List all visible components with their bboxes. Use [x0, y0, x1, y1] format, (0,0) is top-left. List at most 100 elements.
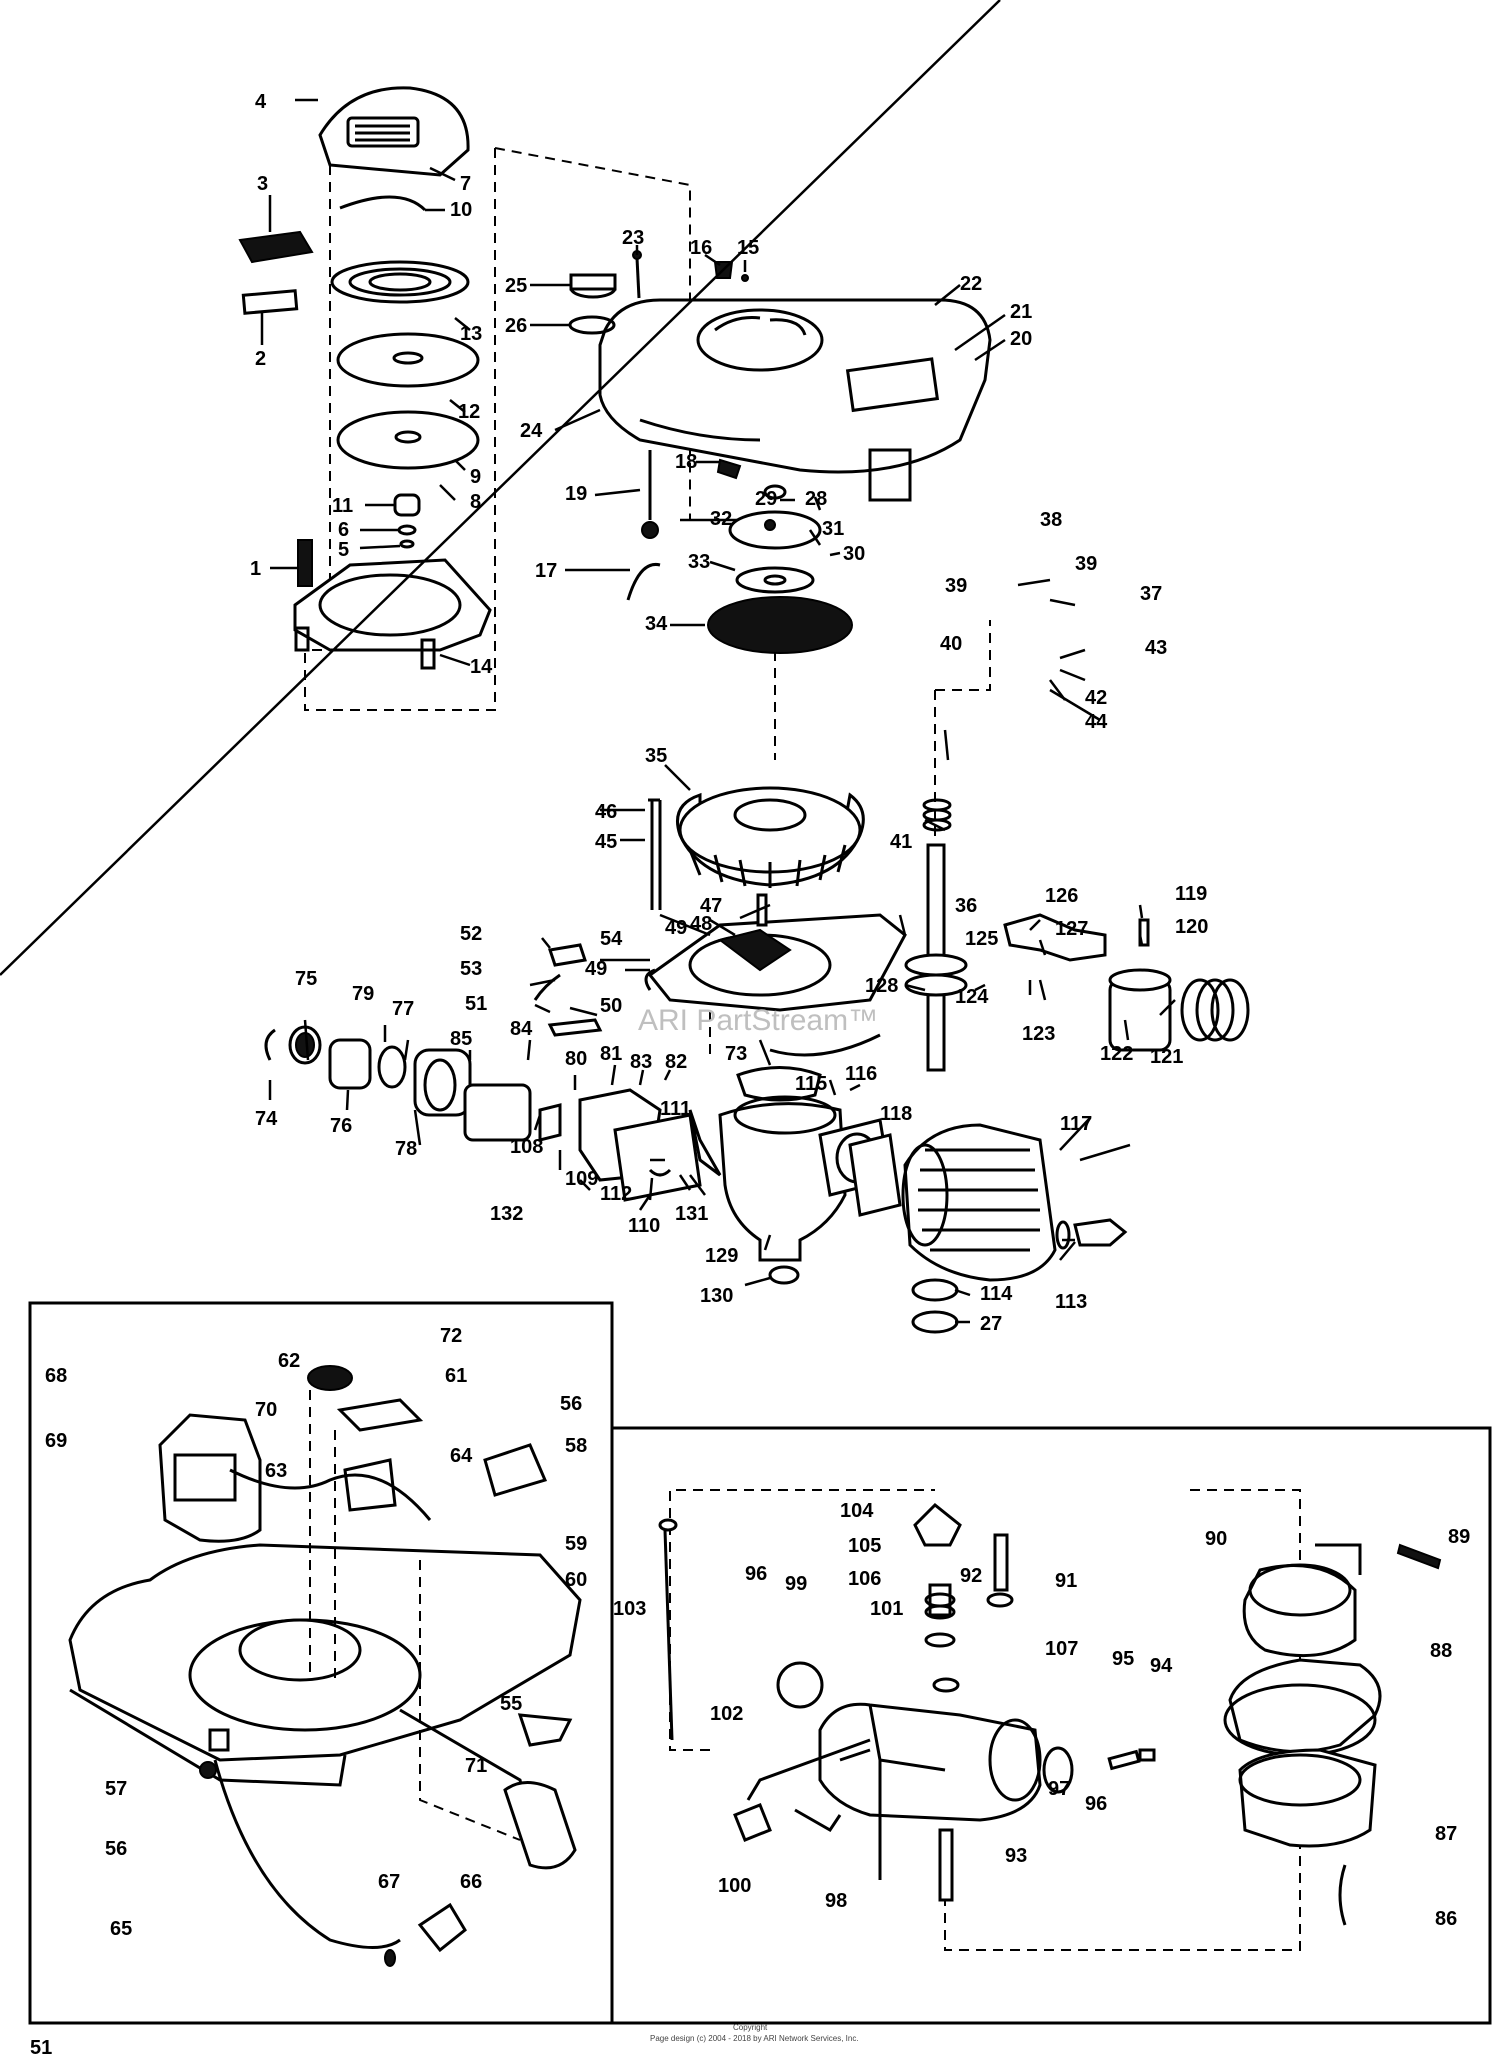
callout-123: 123 [1022, 1023, 1055, 1045]
callout-128: 128 [865, 975, 898, 997]
callout-20: 20 [1010, 328, 1032, 350]
callout-75: 75 [295, 968, 317, 990]
callout-11: 11 [332, 495, 353, 517]
callout-65: 65 [110, 1918, 132, 1940]
ignition-inset-frame [28, 1301, 614, 2025]
callout-127: 127 [1055, 918, 1088, 940]
callout-88: 88 [1430, 1640, 1452, 1662]
page-number: 51 [30, 2037, 52, 2054]
callout-35: 35 [645, 745, 667, 767]
callout-85: 85 [450, 1028, 472, 1050]
ignition-inset-group [68, 1365, 582, 1967]
callout-60: 60 [565, 1569, 587, 1591]
callout-19: 19 [565, 483, 587, 505]
callout-numbers: 4 3 2 7 10 13 12 9 8 11 6 5 1 14 25 26 2… [45, 91, 1470, 1940]
callout-51: 51 [465, 993, 487, 1015]
callout-12: 12 [458, 401, 480, 423]
callout-118: 118 [880, 1103, 912, 1125]
cylinder-group [688, 1066, 1128, 1334]
callout-80: 80 [565, 1048, 587, 1070]
carburetor-inset-group [658, 1489, 1442, 1951]
callout-68: 68 [45, 1365, 67, 1387]
callout-37: 37 [1140, 583, 1162, 605]
callout-56-top: 56 [560, 1393, 582, 1415]
leader-lines [0, 0, 1176, 1324]
callout-90: 90 [1205, 1528, 1227, 1550]
callout-34: 34 [645, 613, 668, 635]
callout-114: 114 [980, 1283, 1013, 1305]
callout-16: 16 [690, 237, 712, 259]
watermark: ARI PartStream™ [638, 1004, 878, 1037]
callout-6: 6 [338, 519, 349, 541]
callout-79: 79 [352, 983, 374, 1005]
shroud-group [568, 250, 992, 502]
callout-41: 41 [890, 831, 912, 853]
callout-7: 7 [460, 173, 471, 195]
crank-piston-group [904, 620, 1250, 1072]
base-group [533, 893, 907, 1060]
callout-106: 106 [848, 1568, 881, 1590]
callout-72: 72 [440, 1325, 462, 1347]
callout-76: 76 [330, 1115, 352, 1137]
carburetor-inset-frame [612, 1426, 1492, 2025]
callout-46: 46 [595, 801, 617, 823]
callout-94: 94 [1150, 1655, 1173, 1677]
callout-27: 27 [980, 1313, 1002, 1335]
callout-95: 95 [1112, 1648, 1134, 1670]
condenser [483, 1443, 548, 1497]
callout-57: 57 [105, 1778, 127, 1800]
starter-housing [318, 86, 470, 177]
callout-28: 28 [805, 488, 827, 510]
callout-14: 14 [470, 656, 493, 678]
callout-24: 24 [520, 420, 543, 442]
blower-shroud [598, 298, 992, 474]
callout-43: 43 [1145, 637, 1167, 659]
callout-32: 32 [710, 508, 732, 530]
callout-116: 116 [845, 1063, 877, 1085]
callout-71: 71 [465, 1755, 487, 1777]
callout-122: 122 [1100, 1043, 1133, 1065]
callout-126: 126 [1045, 885, 1078, 907]
callout-31: 31 [822, 518, 844, 540]
callout-10: 10 [450, 199, 472, 221]
callout-62: 62 [278, 1350, 300, 1372]
callout-89: 89 [1448, 1526, 1470, 1548]
callout-129: 129 [705, 1245, 738, 1267]
callout-45: 45 [595, 831, 617, 853]
callout-81: 81 [600, 1043, 622, 1065]
callout-119: 119 [1175, 883, 1207, 905]
callout-103: 103 [613, 1598, 646, 1620]
callout-115: 115 [795, 1073, 827, 1095]
callout-125: 125 [965, 928, 998, 950]
callout-99: 99 [785, 1573, 807, 1595]
callout-109: 109 [565, 1168, 598, 1190]
cylinder [903, 1123, 1057, 1282]
callout-29: 29 [755, 488, 777, 510]
callout-39-left: 39 [945, 575, 967, 597]
callout-18: 18 [675, 451, 697, 473]
callout-58: 58 [565, 1435, 587, 1457]
callout-49-top: 49 [665, 917, 687, 939]
callout-30: 30 [843, 543, 865, 565]
callout-82: 82 [665, 1051, 687, 1073]
callout-77: 77 [392, 998, 414, 1020]
intake-group [264, 1025, 702, 1202]
callout-110: 110 [628, 1215, 660, 1237]
callout-130: 130 [700, 1285, 733, 1307]
callout-22: 22 [960, 273, 982, 295]
callout-26: 26 [505, 315, 527, 337]
ignition-coil [158, 1413, 262, 1543]
callout-64: 64 [450, 1445, 473, 1467]
callout-104: 104 [840, 1500, 874, 1522]
callout-131: 131 [675, 1203, 708, 1225]
callout-33: 33 [688, 551, 710, 573]
callout-86: 86 [1435, 1908, 1457, 1930]
callout-47: 47 [700, 895, 722, 917]
callout-1: 1 [250, 558, 261, 580]
callout-113: 113 [1055, 1291, 1087, 1313]
callout-112: 112 [600, 1183, 632, 1205]
callout-5: 5 [338, 539, 349, 561]
callout-91: 91 [1055, 1570, 1077, 1592]
callout-3: 3 [257, 173, 268, 195]
